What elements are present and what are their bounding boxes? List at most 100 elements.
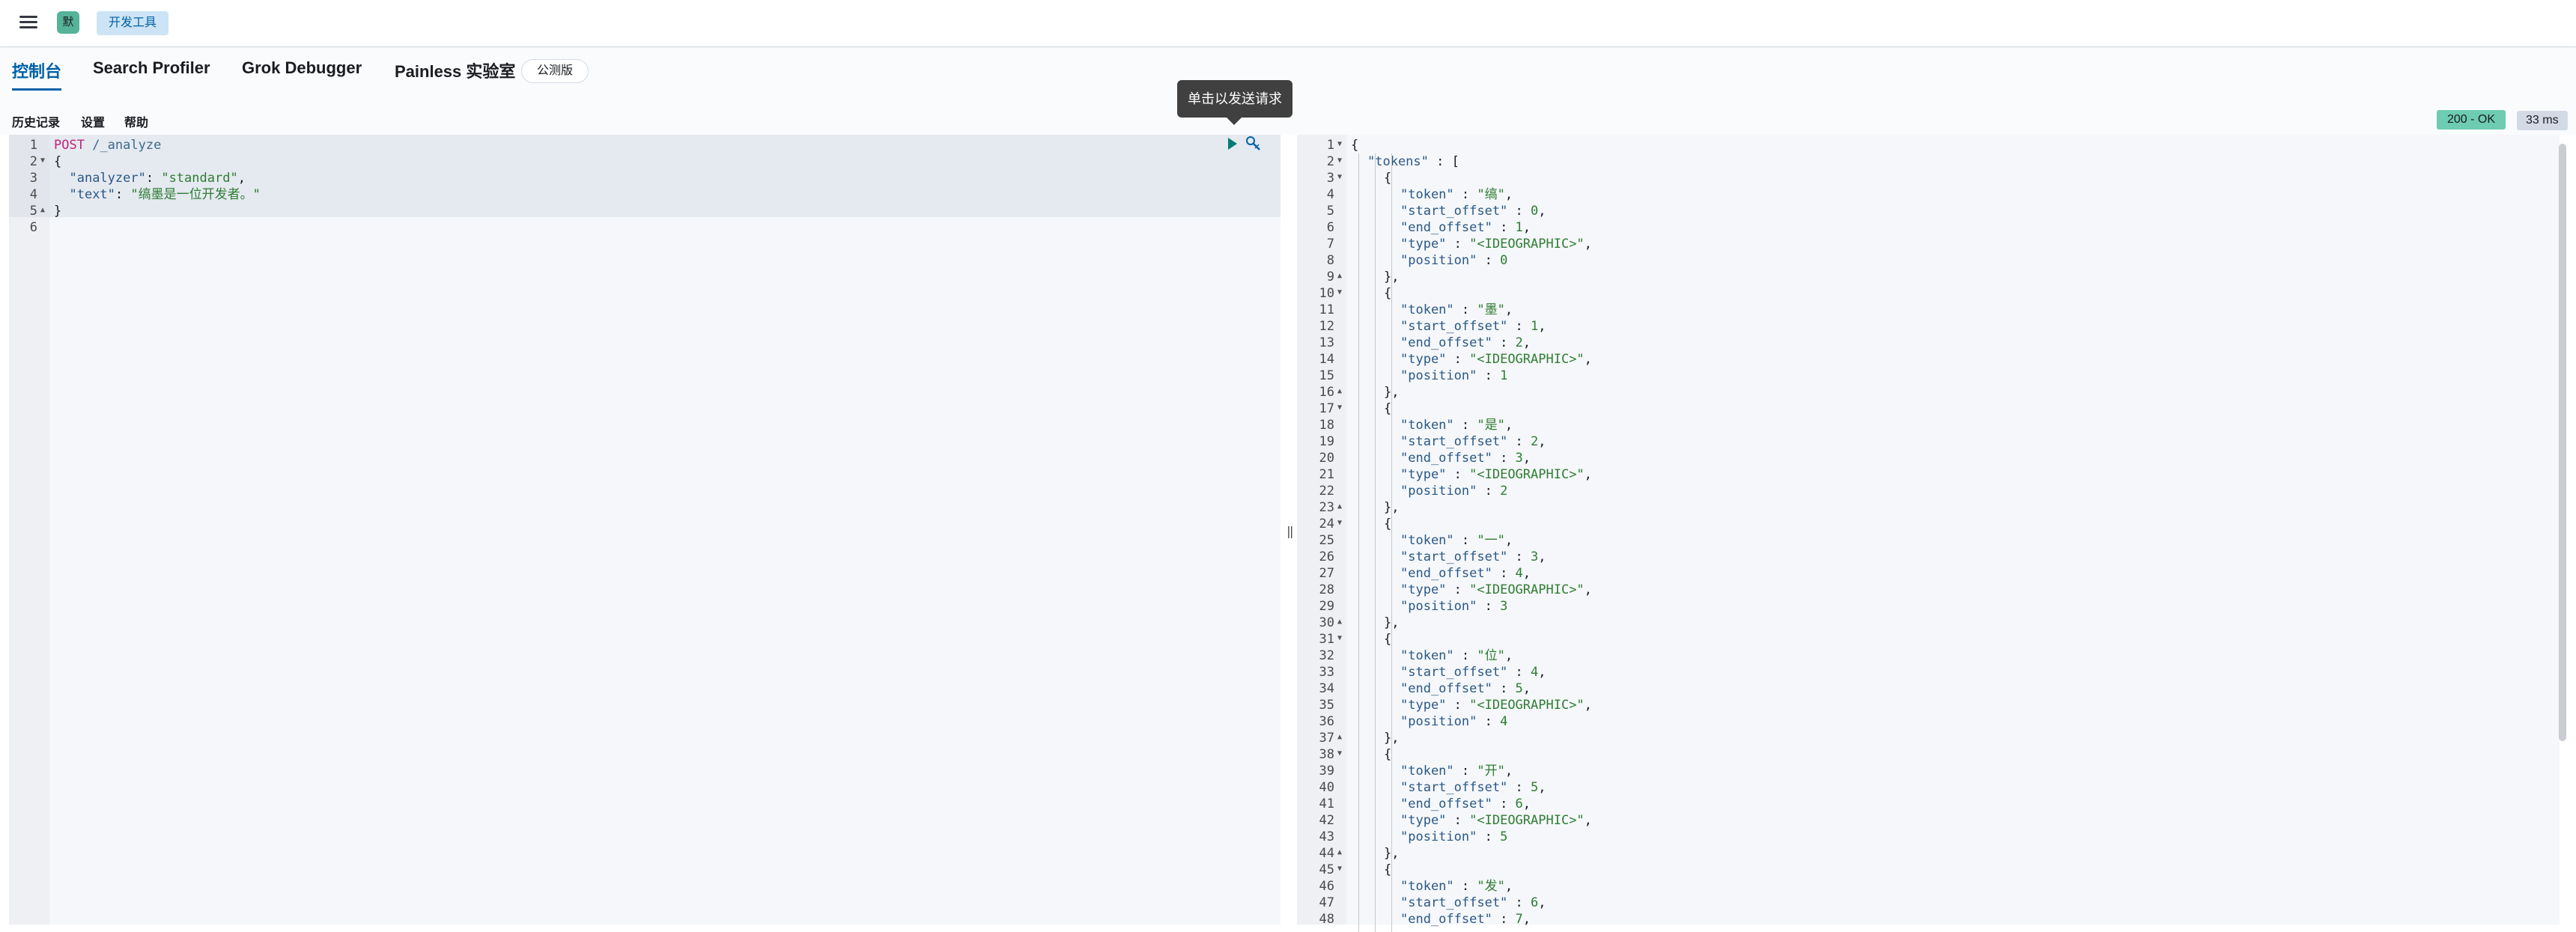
response-line: "position" : 4	[1400, 714, 1508, 729]
gutter-highlight	[9, 135, 49, 217]
json-value: 6	[1531, 895, 1539, 910]
fold-toggle[interactable]: ▲	[1337, 502, 1343, 511]
response-line: "token" : "是",	[1400, 418, 1513, 433]
tab-grok-debugger[interactable]: Grok Debugger	[242, 58, 362, 77]
settings-link[interactable]: 设置	[81, 117, 106, 130]
tab-painless-lab[interactable]: Painless 实验室	[395, 62, 516, 81]
response-editor[interactable]: 1▼{2▼"tokens" : [3▼{4"token" : "缟",5"sta…	[1297, 135, 2560, 932]
json-value: "<IDEOGRAPHIC>"	[1469, 237, 1585, 252]
line-number: 2	[29, 154, 37, 169]
line-number: 30	[1319, 615, 1334, 630]
json-value: "standard"	[161, 171, 238, 186]
fold-toggle[interactable]: ▼	[1337, 173, 1343, 181]
response-line: "tokens" : [	[1367, 154, 1459, 169]
json-key: "token"	[1400, 302, 1454, 317]
request-line-4: "text": "缟墨是一位开发者。"	[69, 187, 261, 202]
json-value: 2	[1500, 484, 1508, 499]
response-line: "end_offset" : 2,	[1400, 335, 1531, 350]
json-value: 5	[1515, 681, 1523, 696]
fold-toggle[interactable]: ▼	[1337, 140, 1343, 148]
response-line: "end_offset" : 4,	[1400, 566, 1531, 581]
menu-icon[interactable]	[18, 13, 39, 34]
request-line-5: }	[54, 203, 61, 219]
line-number: 5	[1326, 204, 1334, 219]
json-key: "type"	[1400, 698, 1447, 713]
json-key: "start_offset"	[1400, 434, 1508, 449]
fold-toggle[interactable]: ▲	[1337, 618, 1343, 626]
response-line: "end_offset" : 3,	[1400, 451, 1531, 466]
space-avatar[interactable]: 默	[57, 11, 79, 34]
json-value: 4	[1515, 566, 1523, 581]
response-line: "token" : "墨",	[1400, 302, 1513, 317]
json-key: "position"	[1400, 599, 1477, 614]
json-key: "end_offset"	[1400, 335, 1492, 350]
history-link[interactable]: 历史记录	[12, 117, 61, 130]
response-line: {	[1384, 286, 1392, 301]
fold-toggle[interactable]: ▼	[1337, 403, 1343, 412]
wrench-icon[interactable]	[1245, 135, 1261, 153]
json-key: "type"	[1400, 467, 1447, 482]
response-line: {	[1384, 171, 1392, 186]
json-value: 4	[1500, 714, 1508, 729]
response-line: "end_offset" : 6,	[1400, 797, 1531, 811]
request-path: /_analyze	[92, 138, 162, 153]
response-time-badge: 33 ms	[2517, 111, 2568, 130]
response-gutter	[1297, 135, 1346, 925]
fold-toggle[interactable]: ▲	[1337, 387, 1343, 395]
fold-toggle[interactable]: ▼	[1337, 865, 1343, 873]
fold-toggle[interactable]: ▲	[40, 206, 46, 214]
line-number: 6	[29, 220, 37, 235]
fold-toggle[interactable]: ▼	[40, 156, 46, 165]
resize-handle[interactable]: ‖	[1287, 524, 1294, 538]
request-editor[interactable]: 1 2 3 4 5 6 ▼ ▲ POST /_analyze { "analyz…	[9, 135, 1281, 925]
line-number: 15	[1319, 368, 1334, 383]
fold-toggle[interactable]: ▲	[1337, 848, 1343, 856]
response-line: "token" : "发",	[1400, 879, 1513, 894]
json-value: "开"	[1477, 764, 1505, 779]
fold-toggle[interactable]: ▼	[1337, 519, 1343, 527]
json-key: "token"	[1400, 418, 1454, 433]
active-tab-underline	[12, 88, 61, 91]
line-number: 23	[1319, 500, 1334, 515]
fold-toggle[interactable]: ▼	[1337, 288, 1343, 296]
line-number: 13	[1319, 335, 1334, 350]
line-number: 14	[1319, 352, 1334, 367]
json-key: "token"	[1400, 533, 1454, 548]
line-number: 9	[1326, 269, 1334, 284]
fold-toggle[interactable]: ▼	[1337, 634, 1343, 642]
json-key: "end_offset"	[1400, 797, 1492, 811]
response-line: "start_offset" : 0,	[1400, 204, 1546, 219]
json-value: "是"	[1477, 418, 1505, 433]
fold-toggle[interactable]: ▲	[1337, 272, 1343, 280]
brace: }	[54, 204, 62, 219]
request-line-2: {	[54, 153, 61, 170]
json-value: 6	[1515, 797, 1523, 811]
json-value: 1	[1531, 319, 1539, 334]
response-scrollbar[interactable]	[2559, 144, 2566, 741]
json-key: "text"	[69, 187, 115, 202]
fold-toggle[interactable]: ▲	[1337, 733, 1343, 741]
indent-guide	[1375, 153, 1376, 932]
json-key: "start_offset"	[1400, 204, 1508, 219]
beta-badge: 公测版	[521, 59, 589, 83]
line-number: 36	[1319, 714, 1334, 729]
line-number: 44	[1319, 846, 1334, 861]
json-key: "analyzer"	[69, 171, 146, 186]
fold-toggle[interactable]: ▼	[1337, 749, 1343, 758]
top-header: 默 开发工具	[0, 0, 2576, 47]
line-number: 26	[1319, 549, 1334, 564]
json-value: "缟"	[1477, 187, 1505, 202]
json-key: "position"	[1400, 368, 1477, 383]
json-value: 1	[1500, 368, 1508, 383]
json-key: "end_offset"	[1400, 566, 1492, 581]
line-number: 37	[1319, 731, 1334, 746]
response-line: "start_offset" : 5,	[1400, 780, 1546, 795]
help-link[interactable]: 帮助	[124, 117, 149, 130]
tab-console[interactable]: 控制台	[12, 62, 62, 81]
json-key: "position"	[1400, 829, 1477, 844]
tab-search-profiler[interactable]: Search Profiler	[93, 58, 210, 77]
breadcrumb-dev-tools[interactable]: 开发工具	[97, 11, 169, 35]
play-icon[interactable]	[1227, 137, 1238, 150]
send-request-tooltip: 单击以发送请求	[1177, 80, 1292, 125]
fold-toggle[interactable]: ▼	[1337, 156, 1343, 165]
